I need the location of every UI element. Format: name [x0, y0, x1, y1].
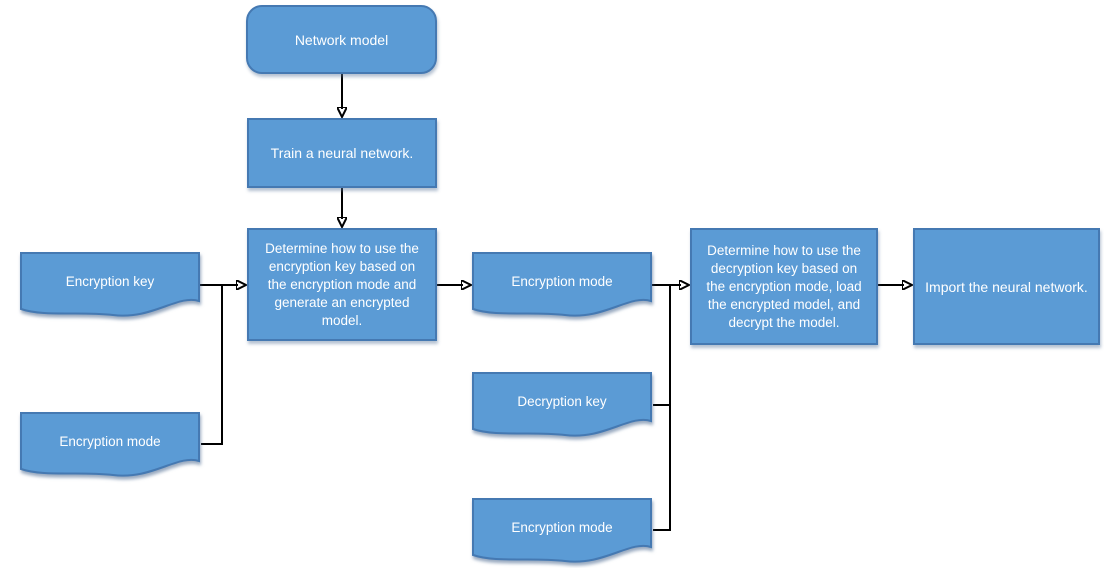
node-encryption-mode-left-label: Encryption mode — [59, 433, 161, 449]
node-train-label: Train a neural network. — [270, 145, 414, 161]
document-shape-icon — [472, 372, 652, 437]
document-shape-icon — [20, 412, 200, 477]
document-shape-icon — [472, 252, 652, 317]
node-decryption-key-label: Decryption key — [517, 393, 607, 409]
node-import-network-label: Import the neural network. — [925, 278, 1088, 295]
node-train: Train a neural network. — [247, 118, 437, 188]
node-determine-encrypt: Determine how to use the encryption key … — [247, 228, 437, 341]
node-encryption-key-label: Encryption key — [65, 273, 155, 289]
node-determine-decrypt-label: Determine how to use the decryption key … — [706, 242, 862, 330]
node-encryption-mode-mid: Encryption mode — [472, 252, 652, 322]
node-network-model: Network model — [246, 5, 437, 74]
node-network-model-label: Network model — [294, 31, 389, 48]
node-encryption-mode-left: Encryption mode — [20, 412, 200, 482]
document-shape-icon — [472, 498, 652, 563]
node-determine-decrypt: Determine how to use the decryption key … — [690, 228, 878, 345]
node-import-network: Import the neural network. — [913, 228, 1100, 345]
node-encryption-mode-bottom-label: Encryption mode — [511, 519, 613, 535]
node-determine-encrypt-label: Determine how to use the encryption key … — [265, 240, 419, 328]
document-shape-icon — [20, 252, 200, 317]
node-encryption-mode-bottom: Encryption mode — [472, 498, 652, 568]
edge-encryptionmodeleft-junction — [201, 285, 223, 445]
node-decryption-key: Decryption key — [472, 372, 652, 442]
edge-junction-vertical — [653, 285, 671, 531]
node-encryption-key: Encryption key — [20, 252, 200, 322]
node-encryption-mode-mid-label: Encryption mode — [511, 273, 613, 289]
